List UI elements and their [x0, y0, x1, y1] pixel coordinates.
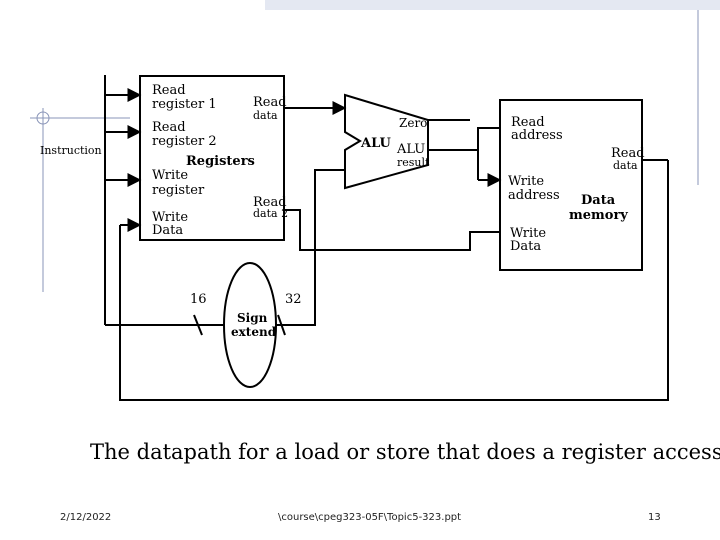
data-memory-box	[499, 99, 643, 271]
output-width-label: 32	[285, 292, 302, 307]
registers-title: Registers	[186, 154, 255, 169]
read-data-2-to-memory-write-data	[284, 209, 500, 251]
decor-circle	[36, 111, 50, 125]
alu-label: ALU	[361, 136, 391, 151]
read-register-1-label-line1: Read	[152, 83, 186, 98]
read-address-label-line1: Read	[511, 115, 545, 130]
bus-width-16-mark	[193, 314, 203, 336]
sign-extend-label-line2: extend	[231, 325, 277, 339]
read-data-1-label-line1: Read	[253, 95, 287, 110]
alu-result-label-line2: result	[397, 156, 430, 169]
registers-write-data-label-line2: Data	[152, 223, 184, 238]
memory-read-data-label-line1: Read	[611, 146, 645, 161]
memory-write-data-label-line1: Write	[510, 226, 547, 241]
read-register-2-label-line2: register 2	[152, 134, 217, 149]
read-address-label-line2: address	[511, 128, 563, 143]
write-register-label-line2: register	[152, 183, 205, 198]
footer-page-number: 13	[648, 512, 661, 523]
alu-result-to-read-address	[428, 127, 500, 151]
registers-write-data-label-line1: Write	[152, 210, 189, 225]
read-data-2-label-line1: Read	[253, 195, 287, 210]
read-register-2-label-line1: Read	[152, 120, 186, 135]
read-register-1-label-line2: register 1	[152, 97, 217, 112]
memory-to-write-data-wire	[119, 160, 669, 401]
data-memory-title-line1: Data	[581, 193, 616, 208]
read-data-1-label-line2: data	[253, 109, 278, 122]
footer-date: 2/12/2022	[60, 512, 112, 523]
bus-width-32-mark	[277, 314, 286, 336]
write-address-label-line2: address	[508, 188, 560, 203]
sign-extend-label-line1: Sign	[237, 311, 268, 325]
sign-extend-to-alu	[270, 169, 345, 326]
input-width-label: 16	[190, 292, 207, 307]
instruction-label: Instruction	[40, 144, 102, 157]
footer-file-path: \course\cpeg323-05F\Topic5-323.ppt	[278, 512, 462, 523]
alu-result-label-line1: ALU	[397, 142, 426, 157]
write-register-label-line1: Write	[152, 168, 189, 183]
write-address-label-line1: Write	[508, 174, 545, 189]
read-data-2-label-line2: data 2	[253, 207, 289, 220]
slide-caption: The datapath for a load or store that do…	[90, 440, 720, 464]
memory-write-data-label-line2: Data	[510, 239, 542, 254]
memory-read-data-label-line2: data	[613, 159, 638, 172]
data-memory-title-line2: memory	[569, 208, 628, 223]
decor-top-bar	[265, 0, 720, 10]
slide-decoration	[30, 0, 720, 292]
alu-zero-label: Zero	[399, 116, 428, 130]
registers-box	[139, 75, 285, 241]
sign-extend-ellipse	[223, 262, 277, 388]
